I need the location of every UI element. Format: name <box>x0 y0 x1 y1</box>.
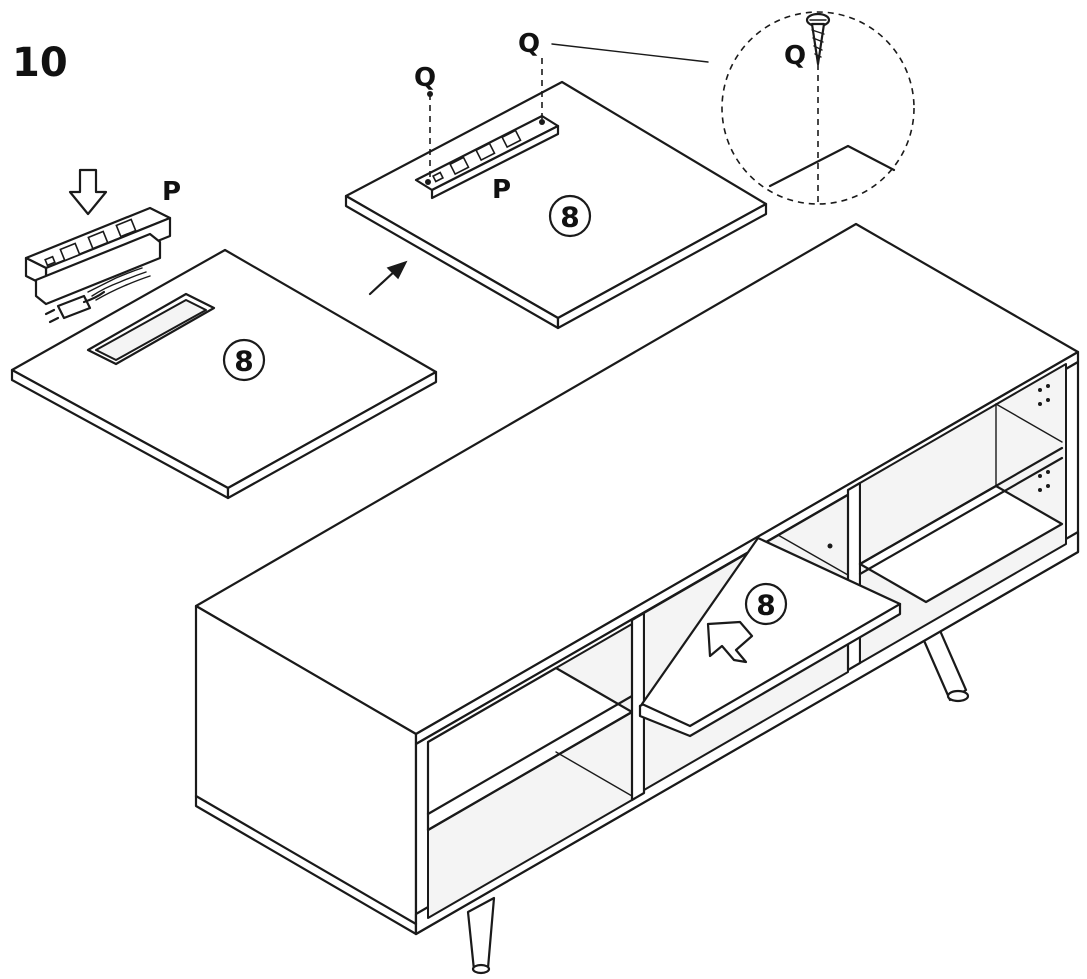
screw-icon <box>805 12 831 66</box>
screw-detail-callout <box>551 11 915 205</box>
panel-left-badge <box>222 338 266 382</box>
panel-left-number: 8 <box>234 345 253 378</box>
panel-shelf-number: 8 <box>756 589 775 622</box>
part-label-p-left: P <box>162 177 181 207</box>
panel-top <box>344 58 768 330</box>
part-label-q-right: Q <box>518 29 540 59</box>
panel-shelf-badge <box>744 582 788 626</box>
panel-top-badge <box>548 194 592 238</box>
panel-top-number: 8 <box>560 201 579 234</box>
insert-panel-arrow-icon <box>706 620 754 664</box>
insert-down-arrow-icon <box>68 168 108 216</box>
move-arrow-icon <box>368 260 408 296</box>
part-label-q-left: Q <box>414 63 436 93</box>
panel-left <box>10 248 438 500</box>
part-label-p-top: P <box>492 175 511 205</box>
step-number: 10 <box>12 40 68 86</box>
part-label-q-detail: Q <box>784 41 806 71</box>
cabinet <box>194 222 1080 975</box>
power-strip-unmounted <box>24 168 172 324</box>
